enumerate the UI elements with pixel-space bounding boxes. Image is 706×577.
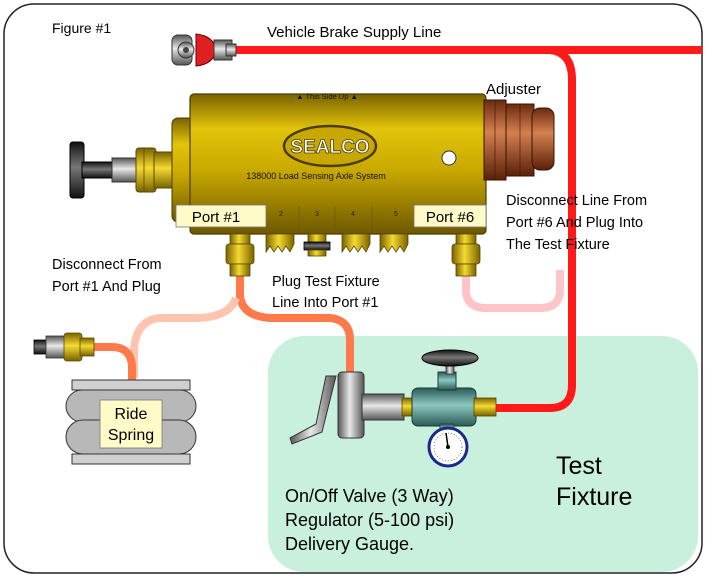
adjuster-label: Adjuster: [486, 81, 541, 98]
port6-fitting: [451, 233, 481, 277]
port3-plug: [303, 233, 331, 257]
port5-plug: [379, 233, 409, 254]
port1-label-box: [175, 204, 267, 228]
port6-disconnected-line: [462, 270, 564, 312]
note-plug-line1: Plug Test Fixture: [272, 274, 380, 290]
port-strip: Port #1 Port #6 2 3 4 5: [175, 204, 487, 234]
exhaust-actuator: [69, 141, 173, 199]
port4-plug: [341, 233, 371, 254]
figure-label: Figure #1: [52, 20, 111, 36]
this-side-up-label: ▲ This Side Up ▲: [296, 92, 358, 101]
ride-spring-fitting: [33, 332, 95, 362]
port6-label: Port #6: [426, 209, 474, 226]
fixture-item-gauge: Delivery Gauge.: [285, 534, 414, 554]
note-port6-line1: Disconnect Line From: [506, 193, 647, 209]
on-off-valve: [289, 371, 413, 445]
fixture-item-valve: On/Off Valve (3 Way): [285, 486, 454, 506]
ride-spring-label-2: Spring: [108, 427, 154, 444]
regulator: [411, 349, 497, 435]
regulator-knob: [421, 349, 479, 367]
port4-label: 4: [351, 211, 355, 218]
port-plugs: [265, 233, 409, 257]
port5-label: 5: [394, 211, 398, 218]
ride-spring-hose: [92, 343, 136, 380]
supply-line-label: Vehicle Brake Supply Line: [267, 24, 441, 41]
load-sensing-valve: SEALCO ▲ This Side Up ▲ 138000 Load Sens…: [171, 92, 487, 235]
port2-plug: [265, 233, 295, 254]
ride-spring-line: [130, 296, 240, 378]
note-port1-line1: Disconnect From: [52, 257, 162, 273]
note-port6-line3: The Test Fixture: [506, 237, 610, 253]
adjuster: [483, 99, 555, 181]
note-port6-line2: Port #6 And Plug Into: [506, 215, 643, 231]
port3-label: 3: [315, 211, 319, 218]
delivery-gauge: [427, 426, 469, 468]
system-name-label: 138000 Load Sensing Axle System: [246, 171, 386, 181]
adjuster-hole: [441, 150, 457, 166]
test-fixture-title-1: Test: [556, 452, 602, 480]
note-plug-line2: Line Into Port #1: [272, 295, 378, 311]
ride-spring-label-1: Ride: [115, 406, 148, 423]
port1-label: Port #1: [192, 209, 240, 226]
port2-label: 2: [279, 211, 283, 218]
gladhand-coupler: [171, 33, 237, 67]
fixture-item-regulator: Regulator (5-100 psi): [285, 510, 454, 530]
port6-label-box: [413, 204, 487, 228]
test-fixture-line: [236, 276, 354, 372]
port1-fitting: [225, 233, 255, 277]
test-fixture-title-2: Fixture: [556, 483, 632, 511]
ride-spring-airbag: Ride Spring: [65, 379, 197, 465]
sealco-logo: SEALCO: [290, 137, 369, 158]
supply-line-to-fixture: [496, 46, 576, 412]
note-port1-line2: Port #1 And Plug: [52, 279, 161, 295]
